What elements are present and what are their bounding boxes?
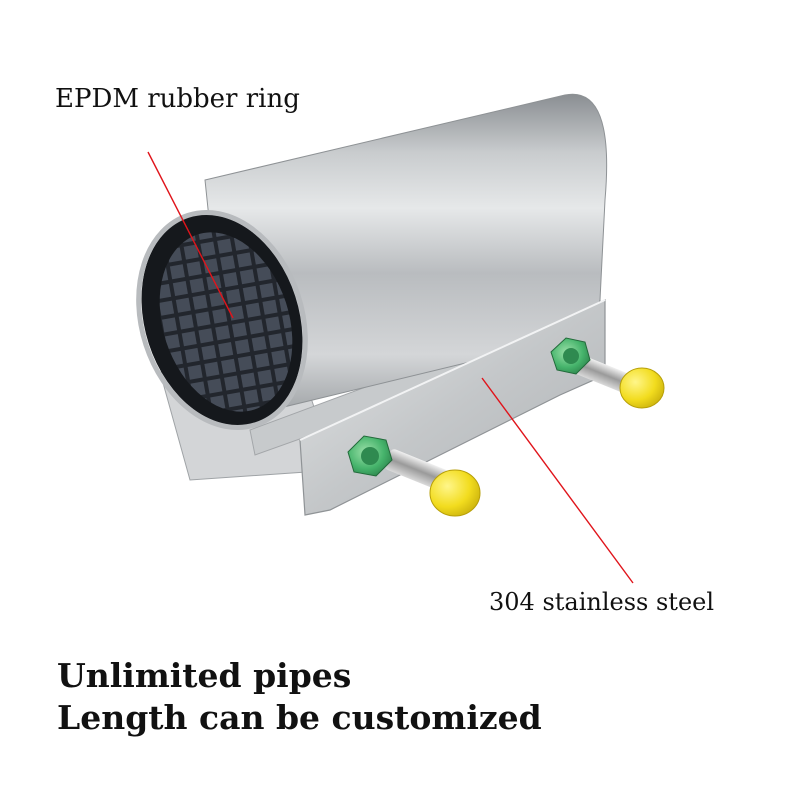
- caption-line-2: Length can be customized: [57, 698, 542, 737]
- rubber-ring-pointer-line: [147, 151, 234, 319]
- rubber-ring-label: EPDM rubber ring: [55, 84, 300, 114]
- stainless-steel-label: 304 stainless steel: [489, 588, 715, 616]
- caption-line-1: Unlimited pipes: [57, 656, 352, 695]
- steel-pointer-line: [481, 377, 634, 584]
